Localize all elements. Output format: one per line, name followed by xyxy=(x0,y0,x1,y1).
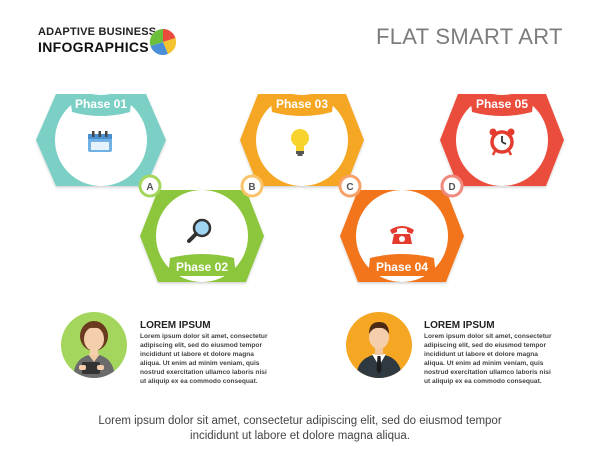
brand: ADAPTIVE BUSINESS INFOGRAPHICS xyxy=(38,26,156,55)
footer-line-2: incididunt ut labore et dolore magna ali… xyxy=(190,430,410,442)
phase-03-label: Phase 03 xyxy=(276,97,328,111)
logo-slice-blue xyxy=(150,42,168,56)
phase-04-label-tab xyxy=(368,254,436,276)
lightbulb-icon xyxy=(291,129,309,156)
logo-slice-green xyxy=(149,28,163,46)
phase-diagram: Phase 01 Phase 02 Phase 03 xyxy=(36,94,564,282)
brand-line1: ADAPTIVE BUSINESS xyxy=(38,26,157,38)
woman-avatar xyxy=(61,312,127,378)
phase-02-label: Phase 02 xyxy=(176,260,228,274)
phase-03-node: Phase 03 xyxy=(240,94,364,186)
person-1-heading: LOREM IPSUM xyxy=(140,320,211,331)
phase-02-node: Phase 02 xyxy=(140,190,264,282)
telephone-icon xyxy=(390,226,414,244)
calendar-icon xyxy=(88,131,112,152)
magnifier-icon xyxy=(187,218,212,243)
phase-04-node: Phase 04 xyxy=(340,190,464,282)
connector-d-label: D xyxy=(448,182,455,193)
logo-slice-yellow xyxy=(163,38,177,54)
connector-b-label: B xyxy=(248,182,255,193)
logo-slice-red xyxy=(163,28,176,42)
person-2-body: Lorem ipsum dolor sit amet, consectetur … xyxy=(424,333,552,385)
phase-04-label: Phase 04 xyxy=(376,260,428,274)
phase-01-label: Phase 01 xyxy=(75,97,127,111)
phase-03-label-tab xyxy=(270,95,334,116)
brand-logo-icon xyxy=(149,28,177,56)
man-avatar xyxy=(346,312,412,378)
footer-text: Lorem ipsum dolor sit amet, consectetur … xyxy=(0,414,600,444)
connector-a: A xyxy=(138,174,162,198)
connector-a-label: A xyxy=(146,182,153,193)
phase-01-node: Phase 01 xyxy=(36,94,166,186)
connector-b: B xyxy=(240,174,264,198)
alarm-clock-icon xyxy=(489,128,515,156)
connector-d: D xyxy=(440,174,464,198)
connector-c-label: C xyxy=(346,182,353,193)
phase-01-label-tab xyxy=(70,95,132,116)
brand-line2: INFOGRAPHICS xyxy=(38,39,149,55)
phase-05-label: Phase 05 xyxy=(476,97,528,111)
phase-05-label-tab xyxy=(470,95,534,116)
connector-c: C xyxy=(338,174,362,198)
phase-02-label-tab xyxy=(168,254,236,276)
person-2-heading: LOREM IPSUM xyxy=(424,320,495,331)
phase-05-node: Phase 05 xyxy=(440,94,564,186)
footer-line-1: Lorem ipsum dolor sit amet, consectetur … xyxy=(98,415,502,427)
page-title: FLAT SMART ART xyxy=(376,24,563,49)
person-1-body: Lorem ipsum dolor sit amet, consectetur … xyxy=(140,333,268,385)
